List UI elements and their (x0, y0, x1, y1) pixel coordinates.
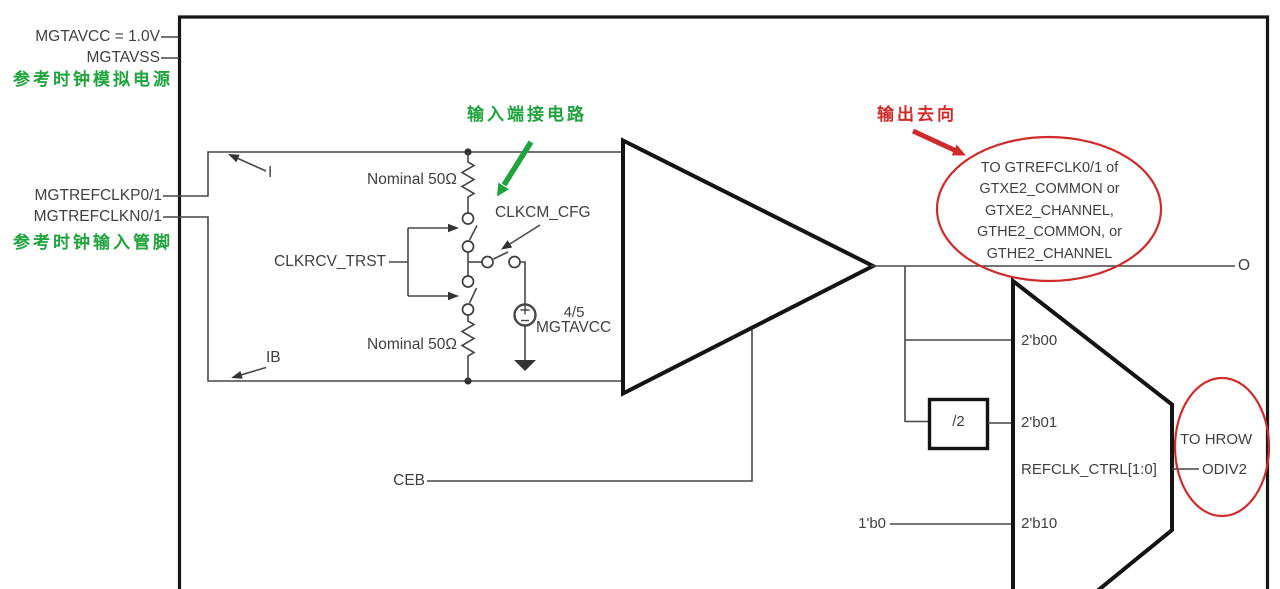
i-pointer-line (237, 157, 267, 172)
refclkn-pin-label: MGTREFCLKN0/1 (33, 208, 162, 225)
hrow-label-line2: ODIV2 (1202, 461, 1248, 478)
input-buffer-triangle (621, 137, 878, 397)
cm-switch-contact-2 (508, 255, 521, 269)
switch-contact-4 (461, 303, 475, 316)
clkcm-arrow-icon (501, 240, 513, 250)
ground-icon (514, 360, 536, 371)
resistor-top-label: Nominal 50Ω (367, 171, 457, 188)
mux-input-00-label: 2'b00 (1021, 332, 1058, 349)
power-annotation-cn: 参考时钟模拟电源 (13, 70, 173, 89)
ceb-wire (427, 330, 753, 482)
switch-contact-3 (461, 275, 475, 288)
destination-line: GTXE2_COMMON or (979, 181, 1120, 198)
tie-low-label: 1'b0 (858, 515, 886, 532)
destination-line: GTHE2_CHANNEL (986, 245, 1113, 262)
clkrcv-arrow-bottom-icon (448, 291, 459, 301)
divider-label: /2 (952, 413, 965, 430)
destination-line: GTHE2_COMMON, or (976, 224, 1122, 241)
refclkp-wire (163, 151, 623, 197)
ib-pointer-line (241, 366, 267, 376)
mgtavss-pin-label: MGTAVSS (86, 49, 161, 66)
vsource-value-label: 4/5 (563, 304, 585, 321)
mux-input-01-label: 2'b01 (1021, 414, 1058, 431)
switch-contact-1 (461, 212, 475, 225)
vsource-wire (520, 261, 526, 305)
destination-line: TO GTREFCLK0/1 of (980, 160, 1119, 176)
divide-by-2-box (927, 397, 990, 451)
refclkp-pin-label: MGTREFCLKP0/1 (34, 187, 162, 204)
clock-input-annotation-cn: 参考时钟输入管脚 (13, 233, 173, 252)
destination-text-block: TO GTREFCLK0/1 of GTXE2_COMMON or GTXE2_… (936, 158, 1163, 265)
termination-annotation-line (501, 140, 534, 187)
switch-contact-2 (461, 240, 475, 253)
hrow-label-line1: TO HROW (1180, 431, 1253, 448)
switch-blade-1 (468, 225, 478, 241)
plus-icon (520, 305, 530, 315)
clkcm-cfg-label: CLKCM_CFG (495, 204, 591, 221)
output-annotation-line (911, 128, 957, 153)
termination-annotation-cn: 输入端接电路 (467, 105, 587, 124)
refclk-mux (1011, 276, 1174, 589)
destination-line: GTXE2_CHANNEL, (985, 202, 1114, 219)
mgtavcc-pin-label: MGTAVCC = 1.0V (35, 28, 160, 45)
clkrcv-trst-label: CLKRCV_TRST (274, 253, 386, 270)
clkcm-pointer-line (508, 224, 541, 246)
output-annotation-cn: 输出去向 (877, 105, 957, 124)
termination-annotation-arrow-icon (497, 182, 509, 197)
cm-switch-blade (493, 251, 509, 260)
clkrcv-trst-bracket (389, 227, 449, 297)
output-annotation-arrow-icon (951, 144, 966, 156)
mux-select-label: REFCLK_CTRL[1:0] (1021, 461, 1157, 478)
destination-circle-icon (935, 135, 1163, 283)
vsource-name-label: MGTAVCC (536, 319, 612, 336)
i-arrow-icon (228, 154, 240, 163)
mux-input-10-label: 2'b10 (1021, 515, 1058, 532)
cm-switch-contact-1 (481, 255, 494, 269)
switch-blade-2 (468, 287, 478, 304)
refclkn-wire (163, 216, 623, 382)
output-port-label: O (1238, 257, 1251, 274)
resistor-bottom-label: Nominal 50Ω (367, 336, 457, 353)
input-p-port-label: I (268, 164, 273, 181)
ib-arrow-icon (231, 371, 243, 379)
input-n-port-label: IB (266, 349, 281, 366)
resistor-bottom (460, 315, 476, 381)
resistor-top (460, 152, 476, 213)
hrow-circle-icon (1173, 376, 1271, 518)
clkrcv-arrow-top-icon (448, 223, 459, 233)
ceb-label: CEB (393, 472, 425, 489)
transceiver-box (177, 15, 1270, 589)
